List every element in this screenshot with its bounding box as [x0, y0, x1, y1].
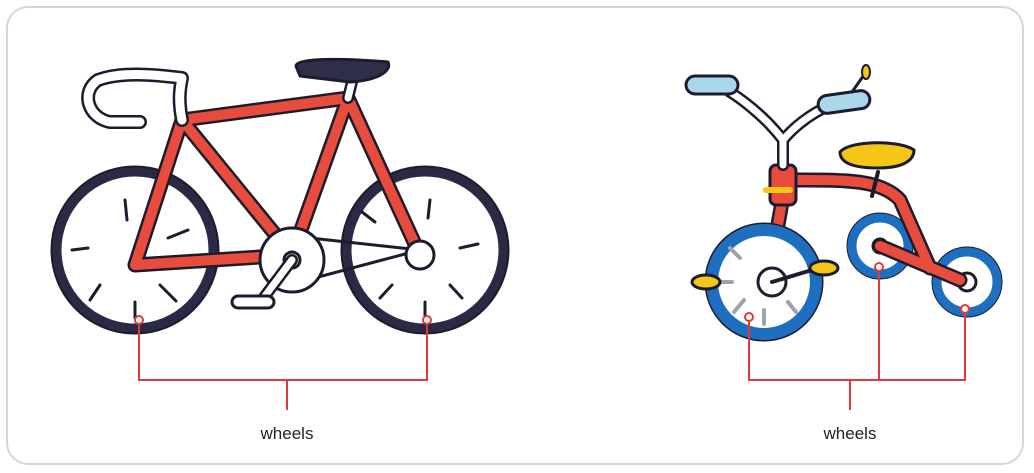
tricycle-wheels-callout [744, 262, 970, 410]
tricycle-wheels-label: wheels [823, 424, 877, 443]
tricycle-icon [684, 64, 1003, 342]
bicycle-icon [50, 57, 510, 335]
tricycle-front-wheel [704, 222, 824, 342]
bicycle-wheels-callout [134, 315, 432, 410]
bicycle-wheels-label: wheels [260, 424, 314, 443]
